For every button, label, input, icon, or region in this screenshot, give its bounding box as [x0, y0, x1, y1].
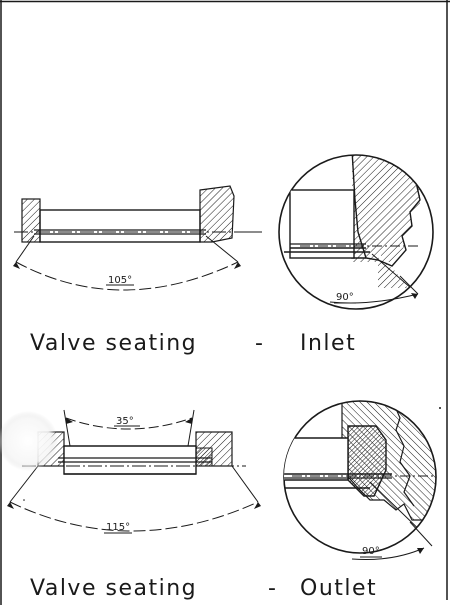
- inlet-detail-angle-label: 90°: [336, 292, 354, 303]
- scan-spot: [0, 411, 58, 471]
- outlet-caption-name: Valve seating: [30, 576, 197, 601]
- outlet-detail-angle-label: 90°: [362, 546, 380, 557]
- inlet-seat-angle-label: 105°: [108, 275, 132, 286]
- outlet-inner-angle-arc: [65, 417, 193, 430]
- outlet-seat-angle-arc: [9, 501, 259, 532]
- inlet-left-body: [21, 198, 41, 243]
- outlet-seat-angle-label: 115°: [106, 522, 130, 533]
- inlet-valve-disc: [39, 209, 201, 243]
- inlet-caption-side: Inlet: [300, 331, 356, 356]
- inlet-caption-dash: -: [255, 331, 264, 356]
- outlet-detail-view: 90°: [283, 400, 437, 560]
- outlet-valve-disc: [63, 445, 197, 475]
- inlet-caption-name: Valve seating: [30, 331, 197, 356]
- outlet-caption-dash: -: [268, 576, 277, 601]
- inlet-detail-view: 90°: [278, 154, 434, 310]
- scan-speck: [439, 407, 441, 409]
- outlet-inner-angle-label: 35°: [116, 416, 134, 427]
- inlet-section-view: 105°: [13, 185, 262, 291]
- outlet-caption-side: Outlet: [300, 576, 377, 601]
- inlet-seat-angle-arc: [15, 261, 239, 291]
- scan-speck: [23, 499, 25, 501]
